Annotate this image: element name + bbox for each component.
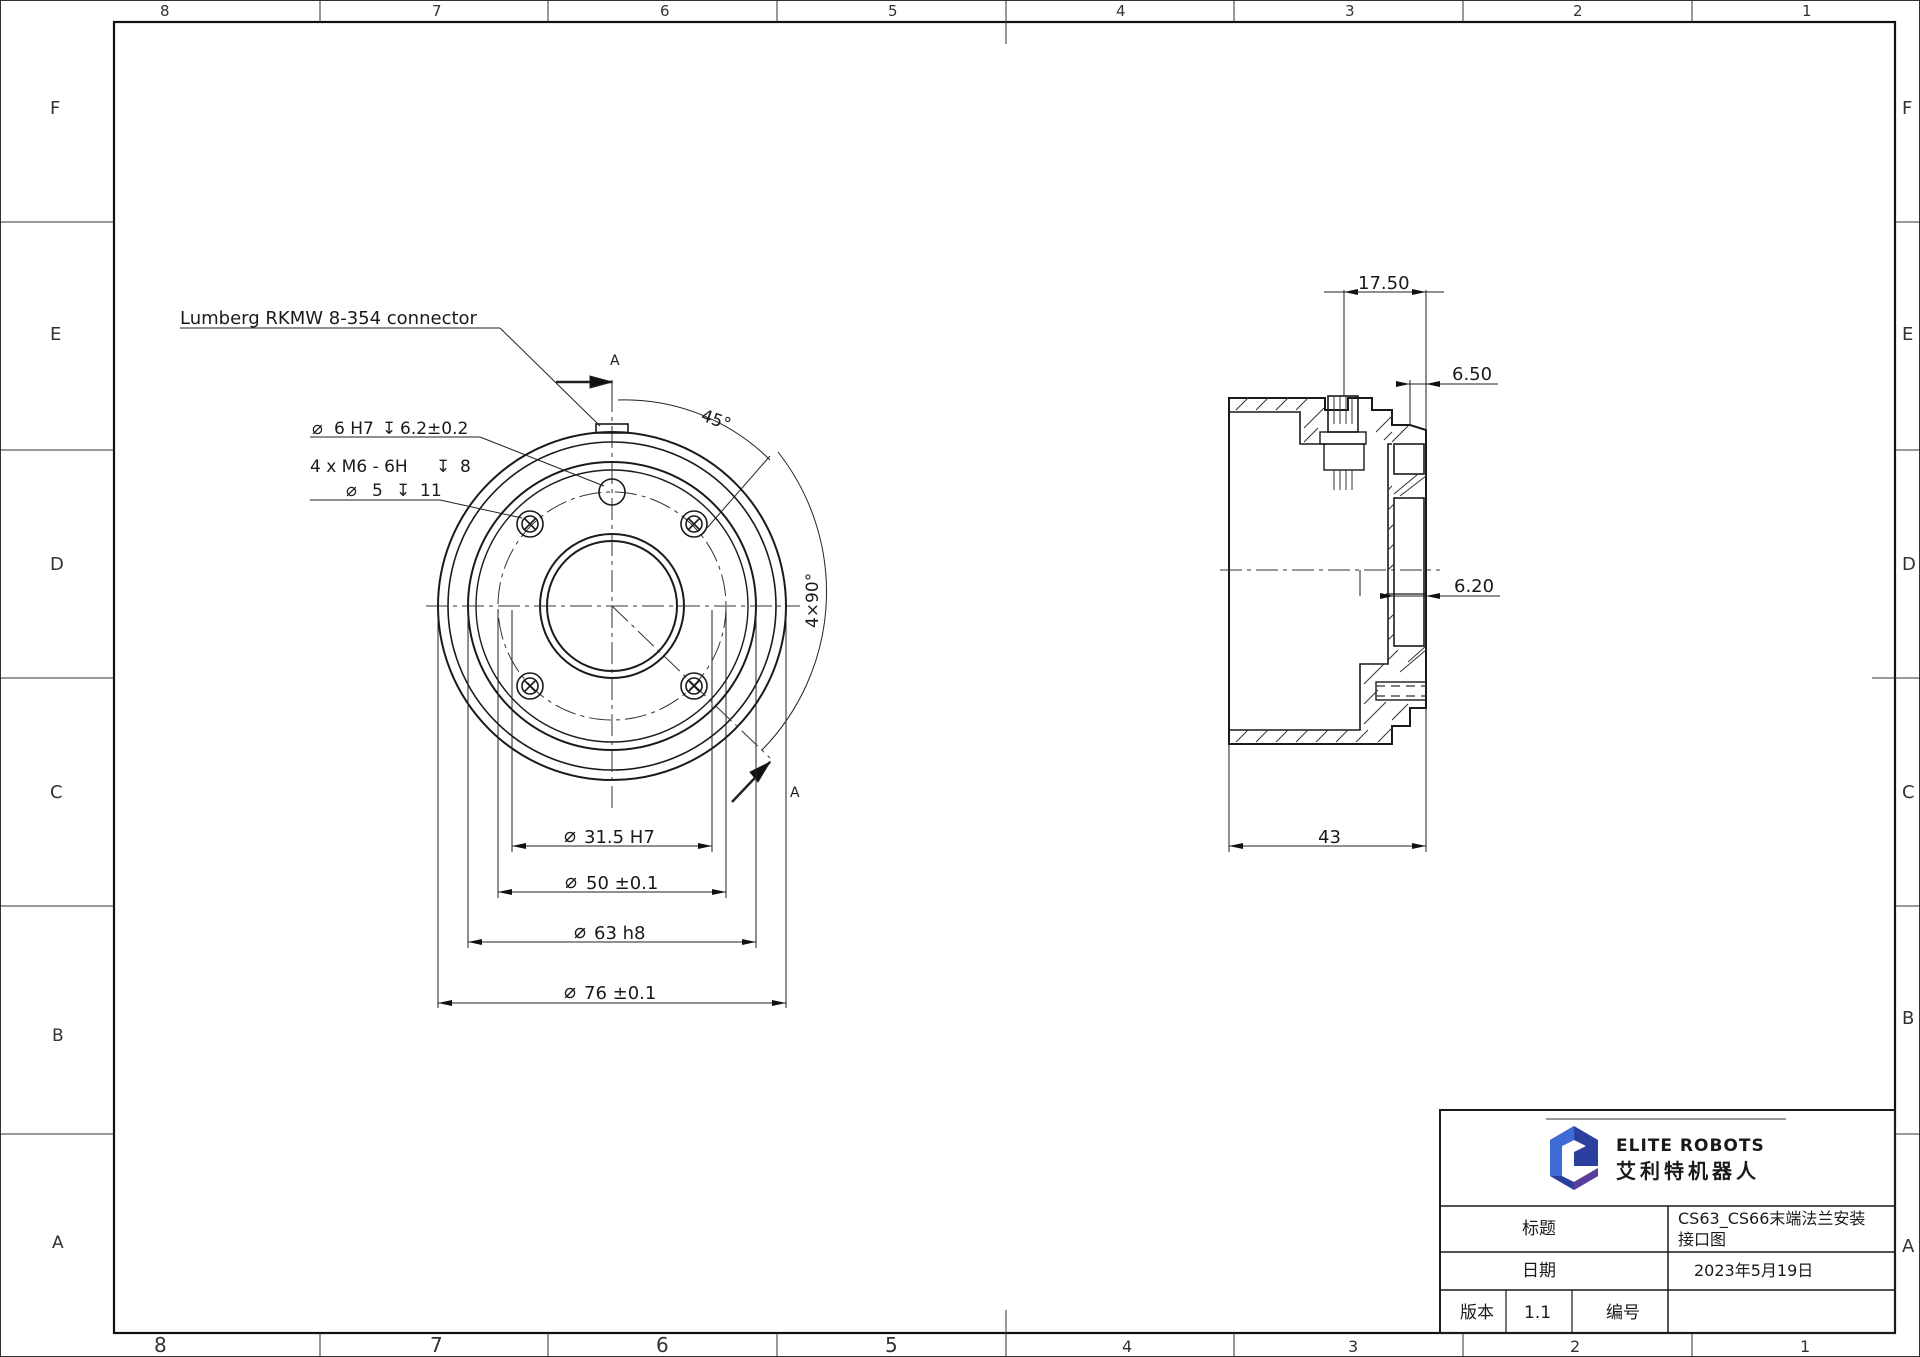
diameter-dimension-lines [438,845,786,1004]
svg-text:⌀: ⌀ [312,418,323,439]
logo-text-en: ELITE ROBOTS [1616,1136,1765,1156]
pin-hole-6 [598,478,626,506]
zone-bottom-5: 5 [885,1333,898,1357]
section-label-top: A [610,353,620,369]
svg-text:↧: ↧ [436,457,450,477]
diameter-arrows [438,843,786,1006]
zone-top-6: 6 [660,2,670,20]
zone-bottom-7: 7 [430,1333,443,1357]
zone-right-B: B [1902,1008,1914,1029]
hole-spec-1: 6 H7 [334,419,374,439]
zone-right-E: E [1902,324,1913,345]
svg-text:⌀: ⌀ [564,979,576,1003]
elite-robots-logo [1550,1126,1598,1190]
hole-spec-1-depth: 6.2±0.2 [400,419,468,439]
date-label: 日期 [1522,1261,1556,1281]
number-label: 编号 [1606,1303,1640,1323]
dia-50-label: 50 ±0.1 [586,873,658,894]
connector-body [1327,395,1359,433]
dia-31-5-label: 31.5 H7 [584,827,655,848]
title-label: 标题 [1522,1219,1556,1239]
zone-left-B: B [52,1026,64,1046]
angle-45-label: 45° [698,406,733,435]
zone-top-3: 3 [1345,2,1355,20]
dim-43-label: 43 [1318,827,1341,848]
zone-left-A: A [52,1233,64,1253]
svg-text:↧: ↧ [382,419,396,439]
hole-spec-3: 5 [372,481,383,501]
svg-text:⌀: ⌀ [346,480,357,501]
svg-text:⌀: ⌀ [565,869,577,893]
angle-4x90-label: 4×90° [803,573,823,628]
zone-right-C: C [1902,782,1915,803]
version-value: 1.1 [1524,1303,1551,1323]
connector-label: Lumberg RKMW 8-354 connector [180,308,478,329]
connector-tab [595,423,629,434]
dim-17-50-label: 17.50 [1358,273,1410,294]
zone-top-4: 4 [1116,2,1126,20]
zone-bottom-8: 8 [154,1333,167,1357]
date-value: 2023年5月19日 [1694,1261,1813,1280]
title-value-line2: 接口图 [1678,1230,1726,1249]
section-arrow-bottom [731,760,772,803]
logo-text-cn: 艾利特机器人 [1616,1159,1760,1183]
zone-top-8: 8 [160,2,170,20]
side-view: 17.50 6.50 6.20 43 [1220,273,1500,852]
hole-callout-3: ⌀ 5 ↧ 11 [346,480,442,501]
section-hatch [1235,397,1427,743]
hole-spec-3-depth: 11 [420,481,442,501]
dim-6-50-label: 6.50 [1452,364,1492,385]
front-view: A A Lumberg RKMW 8-354 connector 45° 4×9… [180,308,827,1008]
svg-text:⌀: ⌀ [574,919,586,943]
hole-callout-1: ⌀ 6 H7 ↧ 6.2±0.2 [312,418,468,439]
section-arrow-top [556,375,614,400]
zone-top-2: 2 [1573,2,1583,20]
svg-text:↧: ↧ [396,481,410,501]
version-label: 版本 [1460,1303,1494,1323]
section-label-bottom: A [790,785,800,801]
zone-bottom-6: 6 [656,1333,669,1357]
zone-left-F: F [50,98,60,119]
zone-top-1: 1 [1802,2,1812,20]
zone-bottom-1: 1 [1800,1337,1810,1356]
title-block: ELITE ROBOTS 艾利特机器人 标题 CS63_CS66末端法兰安装 接… [1439,1109,1896,1334]
zone-left-C: C [50,782,63,803]
zone-top-5: 5 [888,2,898,20]
title-value-line1: CS63_CS66末端法兰安装 [1678,1209,1865,1229]
svg-text:⌀: ⌀ [564,823,576,847]
zone-right-A: A [1902,1236,1915,1257]
dia-63-label: 63 h8 [594,923,646,944]
diameter-extension-lines [437,610,787,1008]
zone-left-D: D [50,554,64,575]
zone-bottom-2: 2 [1570,1337,1580,1356]
zone-bottom-3: 3 [1348,1337,1358,1356]
bolt-holes [516,478,708,700]
hole-callout-2: 4 x M6 - 6H ↧ 8 [310,457,471,477]
hole-spec-2: 4 x M6 - 6H [310,457,408,477]
zone-right-D: D [1902,554,1916,575]
hole-spec-2-depth: 8 [460,457,471,477]
zone-bottom-4: 4 [1122,1337,1132,1356]
dia-76-label: 76 ±0.1 [584,983,656,1004]
zone-top-7: 7 [432,2,442,20]
zone-right-F: F [1902,98,1912,119]
zone-left-E: E [50,324,61,345]
dim-6-20-label: 6.20 [1454,576,1494,597]
